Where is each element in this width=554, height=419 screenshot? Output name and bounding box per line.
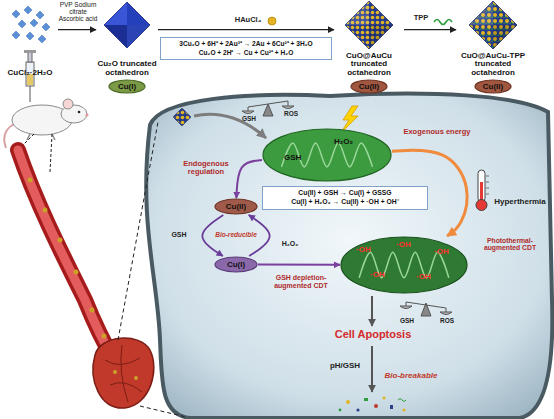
effect-label: Hyperthermia	[490, 198, 550, 207]
valence-ellipse: Cu(II)	[214, 198, 258, 215]
outcome-label: Cell Apoptosis	[318, 328, 428, 340]
node-text: CuO@AuCu truncated octahedron	[334, 52, 404, 78]
gold-ion-dot	[268, 17, 276, 25]
valence-ellipse: Cu(II)	[350, 79, 388, 94]
cu2o-octahedron	[104, 2, 150, 48]
node-text: Cu₂O + 2H⁺ → Cu + Cu²⁺ + H₂O	[164, 49, 328, 58]
node-text: ·OH	[370, 270, 385, 279]
cuo-aucu-tpp-octahedron	[469, 1, 517, 49]
shape-fill	[215, 257, 257, 272]
uptake-arrow	[194, 114, 266, 138]
thermometer-icon	[476, 170, 489, 211]
valence-ellipse: Cu(I)	[214, 256, 258, 273]
tumor-mass	[93, 338, 154, 408]
shape-fill	[351, 80, 387, 93]
balance-label: GSH	[238, 115, 260, 122]
edge-label: Exogenous energy	[396, 128, 478, 136]
edge-label: GSH	[168, 231, 190, 239]
node-text: Cu(II) + GSH → Cu(I) + GSSG	[266, 189, 424, 198]
edge-label: PVP Sodium citrate Ascorbic acid	[56, 1, 100, 22]
equation-box: 3Cu₂O + 6H⁺ + 2Au³⁺ → 2Au + 6Cu²⁺ + 3H₂O…	[160, 37, 332, 60]
node-text: 3Cu₂O + 6H⁺ + 2Au³⁺ → 2Au + 6Cu²⁺ + 3H₂O	[164, 40, 328, 49]
node-text: Cu(I)	[118, 82, 136, 91]
node-text: ·OH	[396, 240, 411, 249]
particle-node: CuO@AuCu truncated octahedron	[334, 0, 404, 78]
node-text: ·OH	[416, 272, 431, 281]
shape-fill	[475, 80, 511, 93]
particle-node: Cu₂O truncated octahedron	[96, 0, 158, 78]
node-text: GSH	[284, 153, 301, 162]
shape-fill	[215, 199, 257, 214]
equation-box: Cu(II) + GSH → Cu(I) + GSSGCu(I) + H₂O₂ …	[262, 186, 428, 210]
balance-label: ROS	[436, 317, 458, 324]
tpp-squiggle	[434, 20, 452, 25]
effect-label: Photothermal-augmented CDT	[469, 237, 551, 252]
edge-label: H₂O₂	[276, 240, 304, 248]
balance-scale	[400, 302, 452, 316]
crystal-icons	[12, 6, 50, 43]
node-text: Cu(II)	[226, 202, 246, 211]
trigger-label: pH/GSH	[322, 362, 368, 371]
shape-fill	[109, 80, 145, 93]
node-text: Cu₂O truncated octahedron	[96, 60, 158, 78]
property-label: Bio-reducible	[208, 231, 264, 238]
property-label: Bio-breakable	[378, 372, 444, 381]
balance-label: GSH	[396, 317, 418, 324]
balance-label: ROS	[280, 110, 302, 117]
apoptosis-arrow	[371, 296, 373, 326]
node-text: H₂O₂	[334, 137, 353, 146]
degradation-arrow	[371, 346, 373, 392]
shape-fill	[341, 237, 467, 293]
valence-ellipse: Cu(II)	[474, 79, 512, 94]
cristae-line	[282, 143, 373, 167]
node-text: Cu(I)	[227, 260, 245, 269]
connector-arrow	[404, 29, 456, 30]
shape-fill	[263, 129, 391, 181]
nanoparticle-icon	[173, 108, 191, 126]
connector-arrow	[158, 29, 334, 30]
connector-arrow	[236, 160, 262, 198]
edge-label: GSH depletion-augmented CDT	[262, 274, 340, 289]
node-text: ·OH	[356, 245, 371, 254]
node-text: CuCl₂·2H₂O	[2, 69, 58, 78]
connector-arrow	[258, 264, 340, 266]
zoom-line	[118, 122, 186, 417]
edge-label: HAuCl₄	[226, 16, 270, 24]
mitochondrion: GSH H₂O₂	[262, 128, 392, 182]
cuo-aucu-octahedron	[345, 1, 393, 49]
precursor-node: CuCl₂·2H₂O	[2, 0, 58, 78]
edge-label: TPP	[408, 14, 434, 22]
particle-node: CuO@AuCu-TPP truncated octahedron	[456, 0, 530, 78]
node-text: Cu(I) + H₂O₂ → Cu(II) + ·OH + OH⁻	[266, 198, 424, 207]
node-text: Cu(II)	[483, 82, 503, 91]
degradation-debris	[339, 396, 406, 411]
valence-ellipse: Cu(I)	[108, 79, 146, 94]
mitochondrion: ·OH ·OH ·OH ·OH ·OH	[340, 236, 468, 294]
mitochondrion-outline	[262, 128, 392, 182]
tumor-cell	[146, 94, 552, 418]
connector-arrow	[58, 29, 96, 30]
mouse-icon	[4, 99, 88, 148]
node-text: CuO@AuCu-TPP truncated octahedron	[456, 52, 530, 78]
node-text: ·OH	[434, 247, 449, 256]
node-text: Cu(II)	[359, 82, 379, 91]
edge-label: Endogenous regulation	[178, 160, 234, 177]
blood-vessel	[18, 150, 115, 362]
